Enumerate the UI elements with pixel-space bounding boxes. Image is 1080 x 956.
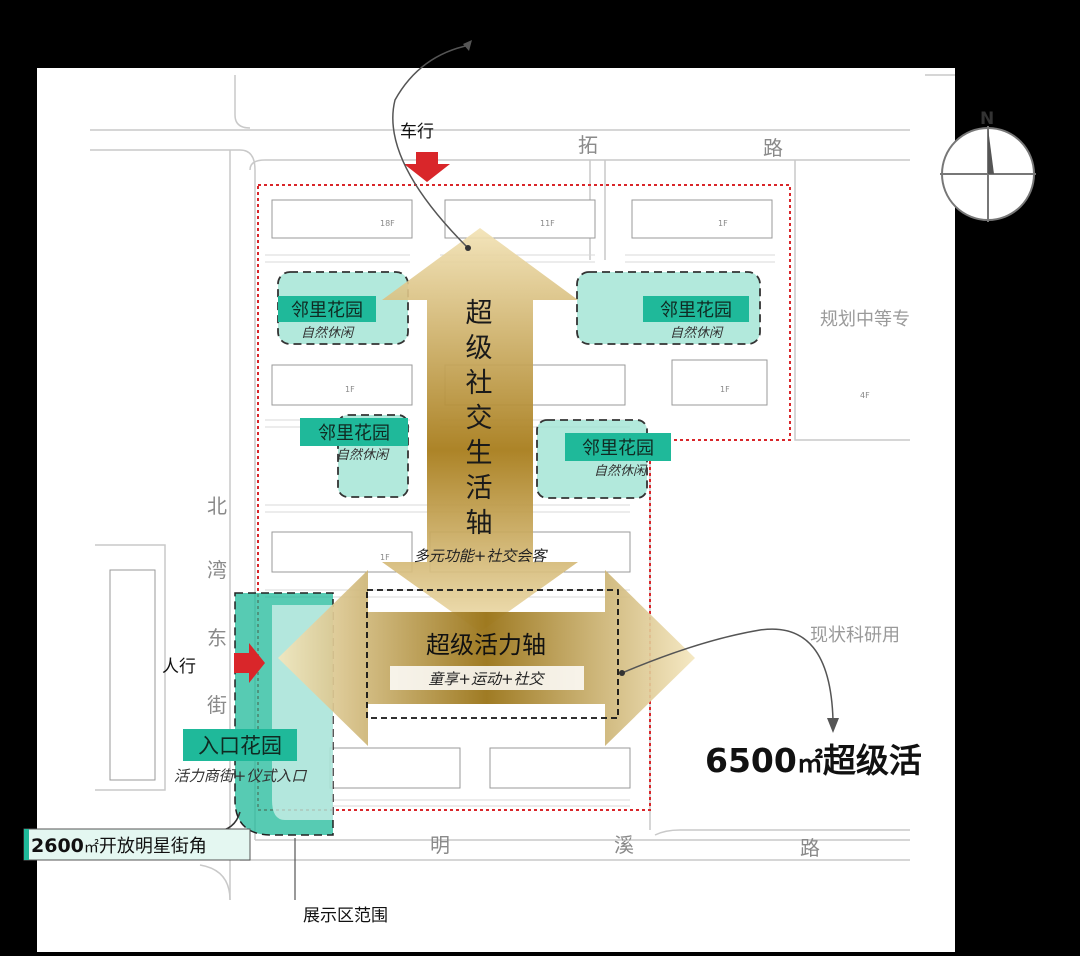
road-char: 东 [207, 626, 227, 650]
vehicle-entry-arrow [404, 152, 450, 182]
vehicle-leader-line [392, 44, 471, 249]
compass-north-label: N [980, 109, 994, 129]
road-char: 北 [207, 494, 227, 518]
road-char: 街 [207, 693, 227, 717]
area-callout: 6500㎡超级活 [705, 741, 922, 780]
garden-subtitle: 自然休闲 [670, 325, 724, 341]
compass-icon: N [940, 109, 1036, 222]
road-char: 湾 [207, 558, 227, 582]
building-tag: 1F [718, 219, 728, 228]
vitality-sub-bg [390, 666, 584, 690]
neighbor-current-label: 现状科研用 [810, 625, 900, 646]
social-axis-char: 生 [466, 438, 493, 469]
building-tag: 11F [540, 219, 555, 228]
garden-subtitle: 自然休闲 [594, 463, 648, 479]
social-axis-char: 级 [466, 333, 493, 364]
road-char: 路 [800, 836, 820, 860]
callout-leader-line [621, 628, 834, 721]
callout-leader-arrowhead [827, 718, 839, 733]
building-tag: 1F [345, 385, 355, 394]
corner-unit: ㎡ [84, 838, 99, 856]
neighbor-planned-label: 规划中等专 [820, 309, 910, 330]
corner-callout-accent [24, 829, 29, 860]
exhibition-label: 展示区范围 [303, 906, 388, 926]
entrance-garden-subtitle: 活力商街+仪式入口 [174, 767, 308, 785]
vitality-axis-subtitle: 童享+运动+社交 [428, 670, 545, 688]
garden-subtitle: 自然休闲 [301, 325, 355, 341]
garden-labels: 邻里花园 自然休闲 邻里花园 自然休闲 邻里花园 自然休闲 邻里花园 自然休闲 [278, 296, 749, 479]
building-tag: 4F [860, 391, 870, 400]
road-names: 拓 路 明 溪 路 北 湾 东 街 [207, 133, 820, 860]
corner-callout-text: 2600㎡开放明星街角 [31, 835, 207, 857]
garden-title: 邻里花园 [582, 438, 654, 459]
social-axis-subtitle: 多元功能+社交会客 [414, 547, 549, 565]
building-tags: 18F 11F 1F 1F 4F 1F 1F [345, 219, 870, 562]
callout-area: 6500 [705, 741, 797, 780]
pedestrian-entry-label: 人行 [162, 657, 196, 677]
social-axis-char: 活 [466, 473, 493, 504]
social-axis-char: 交 [466, 403, 493, 434]
building-tag: 1F [380, 553, 390, 562]
social-axis-arrow [382, 228, 578, 632]
social-axis-char: 超 [466, 298, 493, 329]
road-char: 溪 [614, 833, 634, 857]
road-char: 明 [430, 833, 450, 857]
entrance-garden-title: 入口花园 [198, 734, 282, 758]
road-char: 路 [763, 136, 783, 160]
social-axis-char: 轴 [466, 508, 493, 539]
vitality-axis-arrow [278, 570, 695, 746]
road-char: 拓 [578, 133, 598, 157]
social-axis-char: 社 [466, 368, 493, 399]
building-tag: 18F [380, 219, 395, 228]
callout-text: 超级活 [823, 741, 922, 780]
vitality-axis-title: 超级活力轴 [426, 631, 546, 659]
vehicle-leader-arrowhead [463, 40, 472, 51]
callout-leader-dot [619, 670, 625, 676]
garden-title: 邻里花园 [291, 300, 363, 321]
garden-title: 邻里花园 [318, 423, 390, 444]
garden-title: 邻里花园 [660, 300, 732, 321]
corner-area: 2600 [31, 835, 84, 857]
building-tag: 1F [720, 385, 730, 394]
vehicle-entry-label: 车行 [400, 122, 434, 142]
callout-unit: ㎡ [797, 748, 823, 779]
corner-label: 开放明星街角 [99, 836, 207, 857]
corner-callout-box [23, 828, 251, 861]
vitality-axis-frame [366, 589, 619, 719]
vehicle-leader-dot [465, 245, 471, 251]
social-axis-label: 超 级 社 交 生 活 轴 [466, 298, 493, 539]
pedestrian-entry-arrow [234, 643, 265, 683]
entrance-garden-label: 入口花园 活力商街+仪式入口 [174, 729, 308, 785]
garden-subtitle: 自然休闲 [336, 447, 390, 463]
